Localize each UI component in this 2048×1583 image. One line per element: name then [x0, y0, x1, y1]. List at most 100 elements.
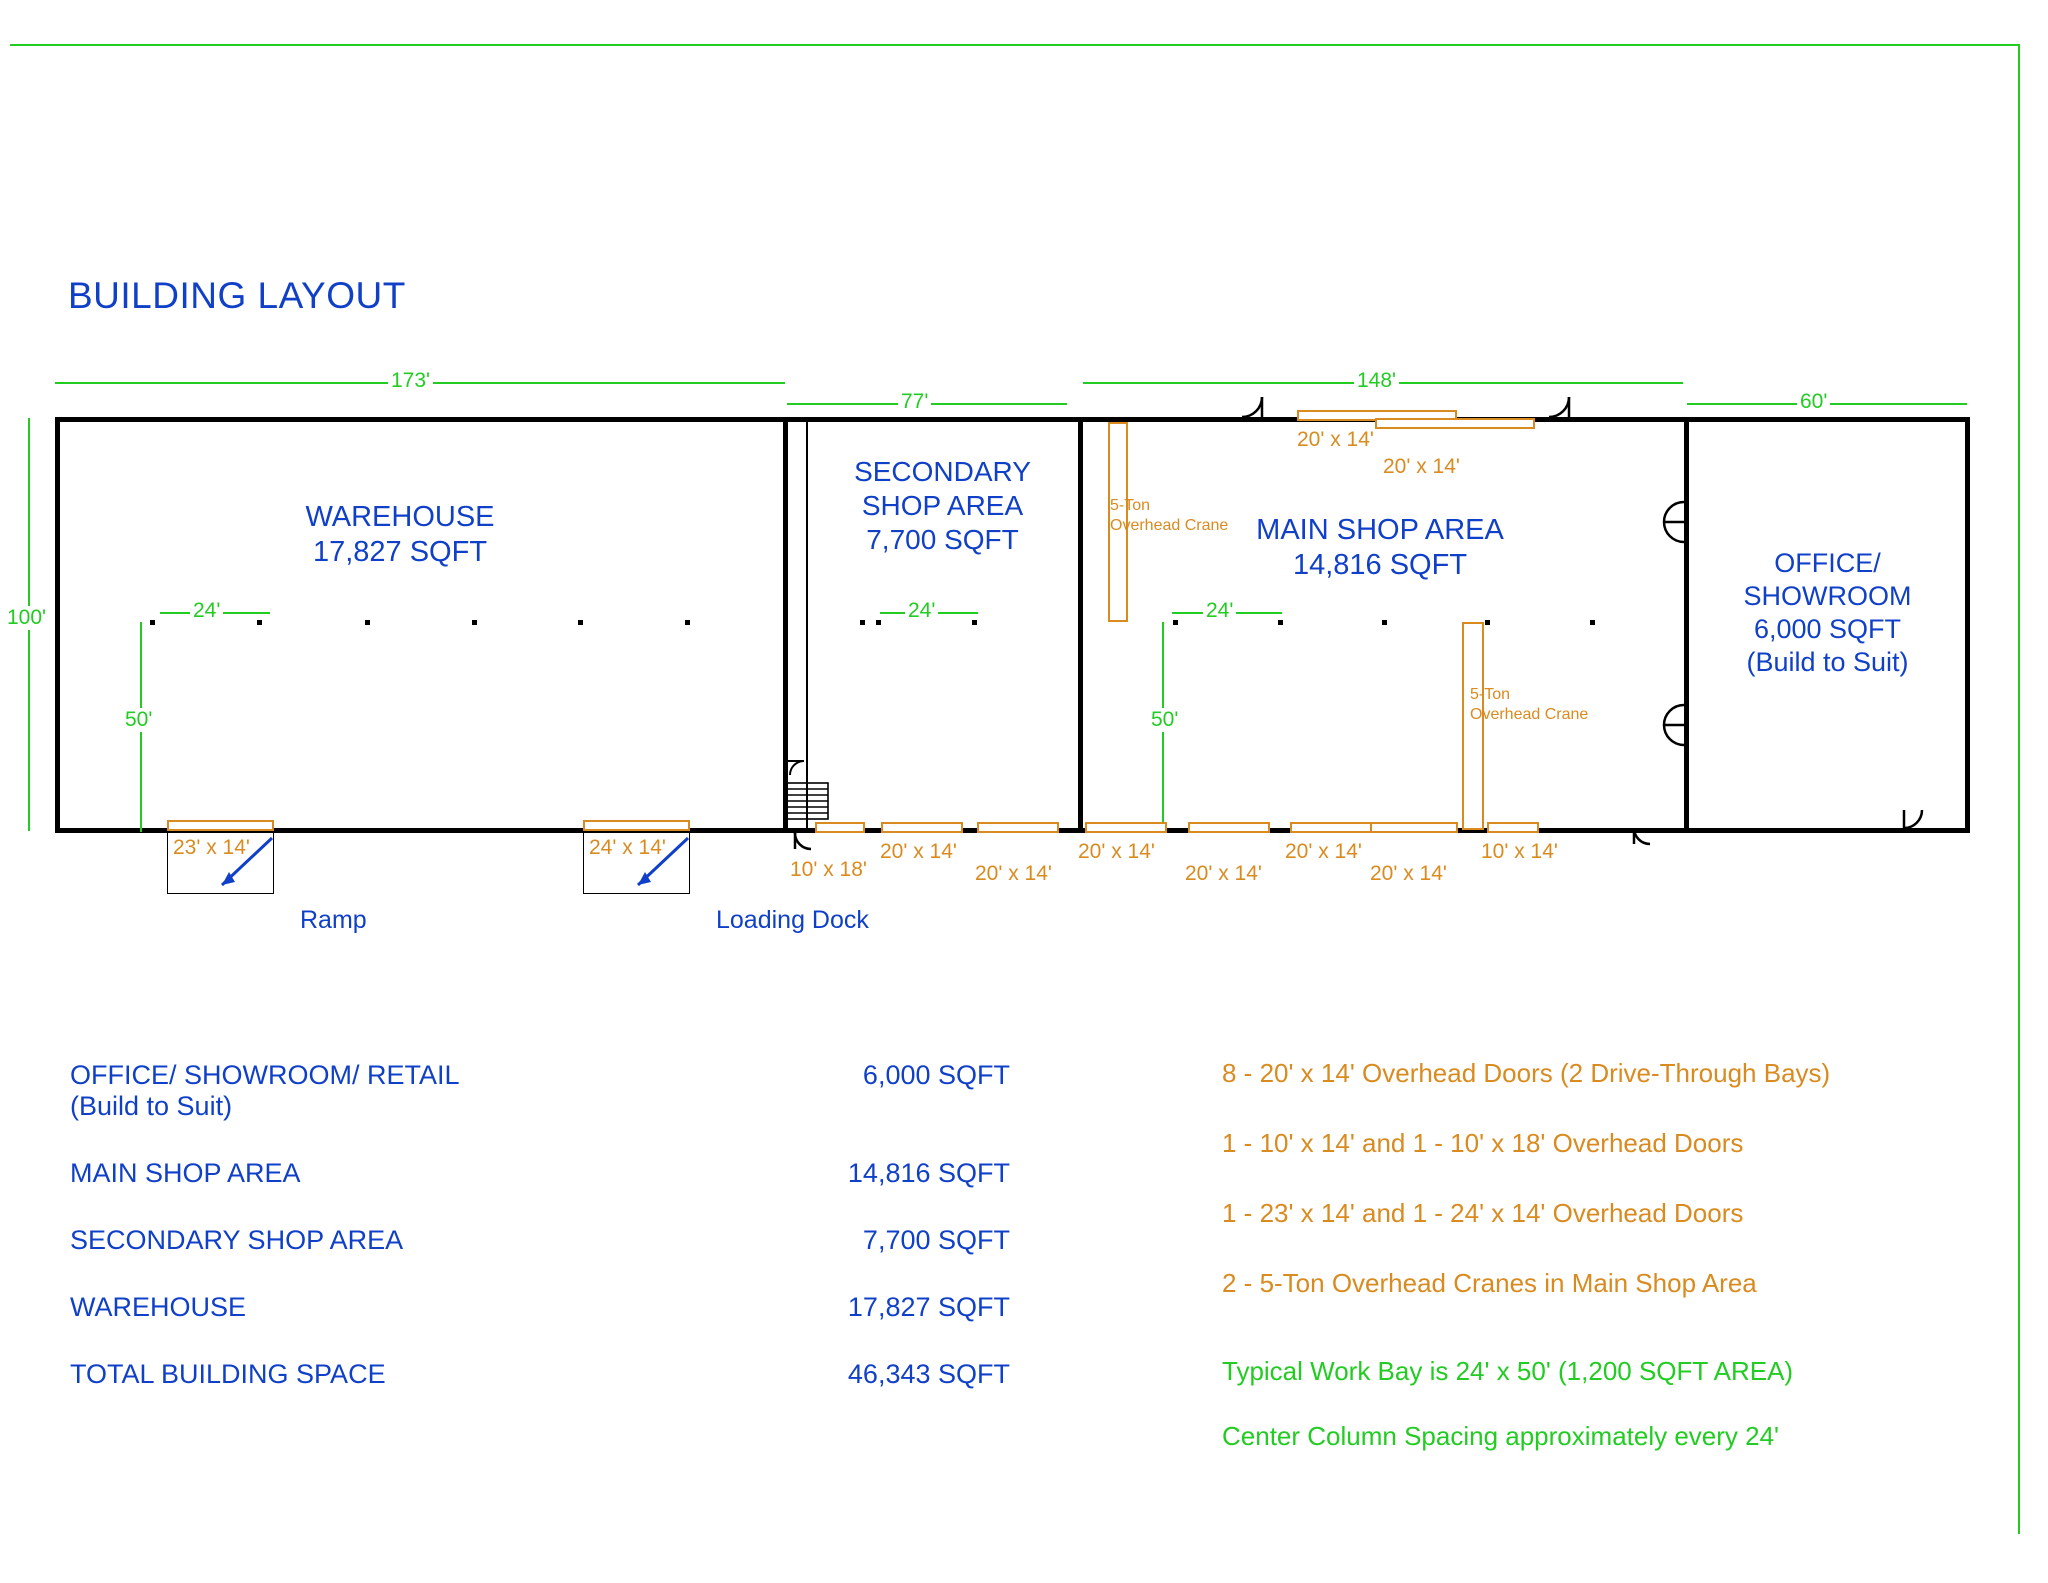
area-summary-table: OFFICE/ SHOWROOM/ RETAIL (Build to Suit)… — [70, 1060, 1010, 1420]
overhead-door-bottom-6-label: 20' x 14' — [1078, 840, 1155, 863]
column-dot — [1173, 620, 1178, 625]
crane-label-1-line1: 5-Ton — [1110, 497, 1151, 514]
note-doors-23x14-24x14: 1 - 23' x 14' and 1 - 24' x 14' Overhead… — [1222, 1198, 1744, 1228]
area-summary-name: WAREHOUSE — [70, 1292, 247, 1322]
wall-exterior-right — [1965, 417, 1970, 833]
features-notes-list: 8 - 20' x 14' Overhead Doors (2 Drive-Th… — [1222, 1058, 2022, 1486]
room-label-office-line3: 6,000 SQFT — [1753, 613, 1902, 644]
column-dot — [150, 620, 155, 625]
area-summary-value: 6,000 SQFT — [862, 1060, 1010, 1090]
ramp-leader-arrow — [222, 872, 235, 885]
notes-spacer — [1222, 1338, 2022, 1356]
page-border-right — [2018, 44, 2020, 1534]
wall-partition-warehouse — [783, 417, 788, 833]
overhead-door-bottom-10-label: 10' x 14' — [1481, 840, 1558, 863]
overhead-door-bottom-8-label: 20' x 14' — [1285, 840, 1362, 863]
door-swing-icon-office-2 — [1662, 703, 1685, 726]
dim-label-main-width: 148' — [1354, 369, 1400, 393]
note-column-spacing: Center Column Spacing approximately ever… — [1222, 1421, 1780, 1451]
wall-exterior-left — [55, 417, 60, 833]
stair-icon — [783, 760, 829, 820]
room-label-office-showroom: OFFICE/ SHOWROOM 6,000 SQFT (Build to Su… — [1690, 547, 1965, 679]
page-border-top — [10, 44, 2020, 46]
note-doors-10x14-10x18: 1 - 10' x 14' and 1 - 10' x 18' Overhead… — [1222, 1128, 1744, 1158]
area-summary-value: 14,816 SQFT — [847, 1158, 1010, 1188]
door-swing-icon-office-exterior — [1903, 809, 1924, 830]
overhead-door-bottom-7 — [1188, 822, 1270, 833]
table-row: OFFICE/ SHOWROOM/ RETAIL (Build to Suit)… — [70, 1060, 1010, 1122]
door-swing-icon-main-bottom — [1632, 827, 1651, 846]
overhead-door-ramp-label: 23' x 14' — [173, 836, 250, 859]
crane-label-1-line2: Overhead Crane — [1110, 517, 1229, 534]
wall-partition-office — [1684, 417, 1689, 833]
overhead-door-top-1-label: 20' x 14' — [1297, 428, 1374, 451]
room-label-warehouse: WAREHOUSE 17,827 SQFT — [200, 500, 600, 571]
table-row: TOTAL BUILDING SPACE 46,343 SQFT — [70, 1359, 1010, 1390]
door-swing-icon-corridor-bottom — [793, 832, 812, 851]
crane-bar-1 — [1108, 422, 1128, 622]
column-dot — [1382, 620, 1387, 625]
overhead-door-bottom-9-label: 20' x 14' — [1370, 862, 1447, 885]
room-label-warehouse-name: WAREHOUSE — [305, 501, 495, 533]
overhead-door-bottom-7-label: 20' x 14' — [1185, 862, 1262, 885]
room-label-secondary-shop-area: 7,700 SQFT — [866, 524, 1019, 556]
overhead-door-bottom-10 — [1487, 822, 1539, 833]
wall-partition-secondary — [1078, 417, 1083, 833]
crane-label-1: 5-Ton Overhead Crane — [1110, 496, 1228, 536]
area-summary-value: 46,343 SQFT — [847, 1359, 1010, 1389]
ramp-label: Ramp — [300, 906, 367, 934]
overhead-door-ramp — [167, 820, 274, 831]
room-label-office-line2: SHOWROOM — [1743, 580, 1912, 611]
dim-label-office-width: 60' — [1797, 390, 1831, 414]
column-dot — [578, 620, 583, 625]
door-swing-icon-top-1 — [1241, 396, 1264, 419]
overhead-door-top-2-label: 20' x 14' — [1383, 455, 1460, 478]
dock-leader-arrow — [638, 872, 651, 885]
table-row: MAIN SHOP AREA 14,816 SQFT — [70, 1158, 1010, 1189]
wall-exterior-top — [55, 417, 1970, 422]
area-summary-name: SECONDARY SHOP AREA — [70, 1225, 404, 1255]
area-summary-name: MAIN SHOP AREA — [70, 1158, 301, 1188]
area-summary-value: 7,700 SQFT — [862, 1225, 1010, 1255]
column-dot — [876, 620, 881, 625]
crane-label-2-line2: Overhead Crane — [1470, 706, 1589, 723]
ramp-box — [167, 831, 274, 894]
door-swing-icon-top-2 — [1548, 396, 1571, 419]
overhead-door-dock — [583, 820, 690, 831]
overhead-door-dock-label: 24' x 14' — [589, 836, 666, 859]
dim-label-bay-main: 24' — [1203, 599, 1237, 623]
column-dot — [685, 620, 690, 625]
column-dot — [860, 620, 865, 625]
room-label-secondary-shop: SECONDARY SHOP AREA 7,700 SQFT — [810, 455, 1075, 557]
overhead-door-bottom-3-label: 10' x 18' — [790, 858, 867, 881]
overhead-door-bottom-9 — [1370, 822, 1458, 833]
table-row: WAREHOUSE 17,827 SQFT — [70, 1292, 1010, 1323]
area-summary-name: OFFICE/ SHOWROOM/ RETAIL (Build to Suit) — [70, 1060, 460, 1121]
dim-label-depth-main: 50' — [1148, 708, 1182, 732]
overhead-door-top-2 — [1375, 418, 1535, 429]
column-dot — [1278, 620, 1283, 625]
overhead-door-bottom-4-label: 20' x 14' — [880, 840, 957, 863]
room-label-office-line4: (Build to Suit) — [1746, 646, 1909, 677]
door-swing-icon-office-1 — [1662, 500, 1685, 523]
loading-dock-label: Loading Dock — [716, 906, 869, 934]
column-dot — [472, 620, 477, 625]
column-dot — [1485, 620, 1490, 625]
table-row: SECONDARY SHOP AREA 7,700 SQFT — [70, 1225, 1010, 1256]
note-cranes: 2 - 5-Ton Overhead Cranes in Main Shop A… — [1222, 1268, 1757, 1298]
overhead-door-bottom-4 — [881, 822, 963, 833]
column-dot — [1590, 620, 1595, 625]
overhead-door-bottom-6 — [1085, 822, 1167, 833]
crane-bar-2 — [1462, 622, 1484, 830]
door-swing-icon-office-2b — [1662, 724, 1685, 747]
room-label-main-shop: MAIN SHOP AREA 14,816 SQFT — [1190, 513, 1570, 584]
note-typical-work-bay: Typical Work Bay is 24' x 50' (1,200 SQF… — [1222, 1356, 1794, 1386]
room-label-main-shop-name: MAIN SHOP AREA — [1256, 514, 1504, 546]
door-swing-icon-office-1b — [1662, 521, 1685, 544]
room-label-main-shop-area: 14,816 SQFT — [1292, 549, 1468, 582]
room-label-secondary-shop-name1: SECONDARY — [854, 456, 1031, 487]
area-summary-name: TOTAL BUILDING SPACE — [70, 1359, 386, 1389]
dim-label-bay-warehouse: 24' — [190, 599, 224, 623]
